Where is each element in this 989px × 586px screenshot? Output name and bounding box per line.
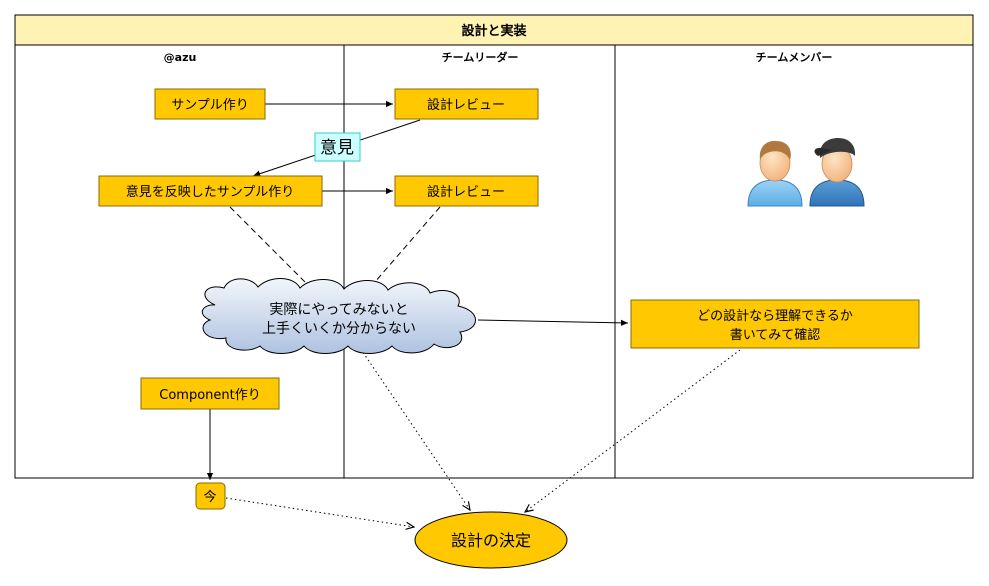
person-icon [747, 140, 803, 207]
node-member-task: どの設計なら理解できるか 書いてみて確認 [630, 299, 920, 349]
node-revised-sample-label: 意見を反映したサンプル作り [126, 184, 295, 200]
swimlane-pool: 設計と実装 @azu チームリーダー チームメンバー [14, 14, 974, 479]
node-component-make: Component作り [140, 377, 280, 410]
dotted-member-to-decision [525, 349, 741, 512]
node-design-review-1-label: 設計レビュー [427, 97, 505, 113]
node-sample-make: サンプル作り [154, 88, 266, 120]
lane-title-member: チームメンバー [756, 51, 833, 64]
pool-title: 設計と実装 [461, 23, 526, 39]
opinion-label: 意見 [314, 132, 361, 162]
node-design-review-2: 設計レビュー [394, 175, 539, 207]
opinion-label-text: 意見 [320, 138, 354, 158]
node-member-task-line2: 書いてみて確認 [730, 327, 821, 343]
decision-node-label: 設計の決定 [451, 531, 531, 550]
pool-header [14, 14, 974, 46]
connectors [206, 100, 741, 527]
node-member-task-line1: どの設計なら理解できるか [697, 308, 853, 324]
node-component-make-label: Component作り [159, 388, 260, 403]
dashed-revised-to-cloud [229, 206, 313, 290]
lane-title-leader: チームリーダー [442, 50, 519, 64]
now-marker-label: 今 [203, 489, 216, 505]
arrow-cloud-to-member-task [477, 319, 629, 327]
dotted-now-to-decision [225, 497, 414, 527]
cloud-text-line1: 実際にやってみないと [269, 302, 408, 318]
node-design-review-1: 設計レビュー [394, 88, 539, 120]
node-sample-make-label: サンプル作り [171, 98, 249, 113]
now-marker: 今 [195, 482, 226, 510]
dotted-cloud-to-decision [357, 344, 470, 510]
node-revised-sample: 意見を反映したサンプル作り [98, 175, 323, 207]
decision-node: 設計の決定 [414, 511, 568, 569]
uncertainty-cloud: 実際にやってみないと 上手くいくか分からない [201, 278, 476, 354]
node-design-review-2-label: 設計レビュー [427, 184, 505, 200]
lane-title-azu: @azu [164, 51, 197, 64]
cloud-text-line2: 上手くいくか分からない [262, 321, 416, 337]
person-with-cap-icon [809, 138, 865, 207]
dashed-review-to-cloud [368, 206, 441, 290]
